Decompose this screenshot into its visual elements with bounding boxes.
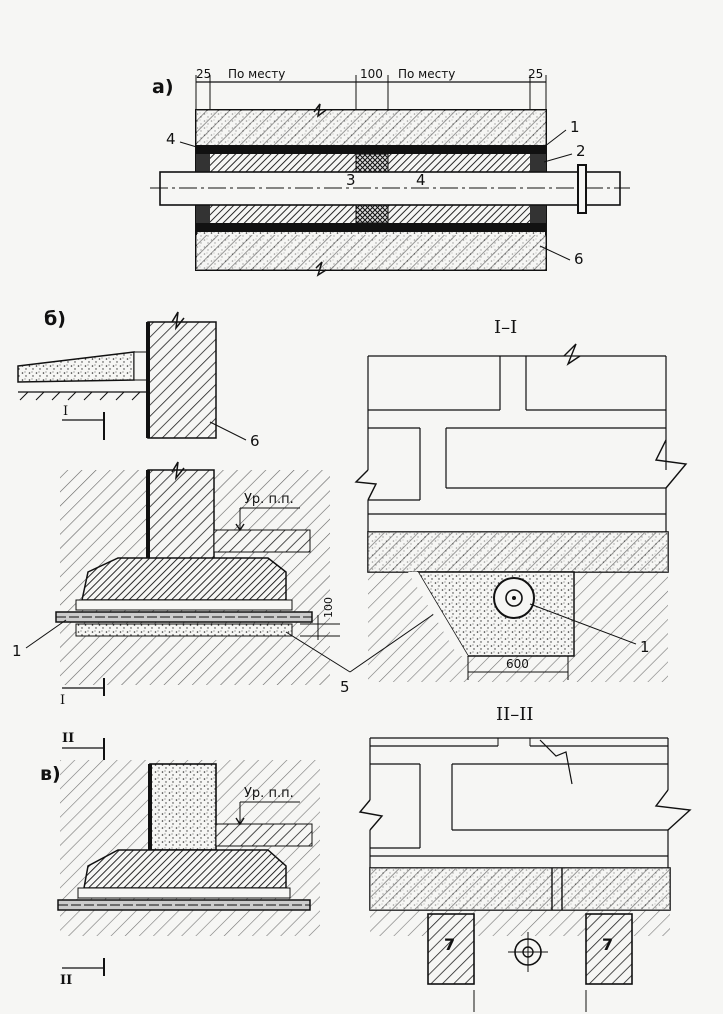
callout-3: 3 [346,171,356,189]
section-2: II–II 7 7 [358,704,692,1012]
dim-600: 600 [506,657,529,671]
callout-2: 2 [576,142,586,160]
section-2-title: II–II [496,704,533,725]
callout-4-left: 4 [166,130,176,148]
dim-center: 100 [360,67,383,81]
dim-100-b: 100 [322,597,335,618]
callout-7-right: 7 [602,935,613,954]
callout-5: 5 [340,678,350,696]
ground-level-b: Ур. п.п. [244,492,294,507]
section-mark-II-top: II [62,731,74,746]
panel-b-label: б) [44,308,66,330]
panel-a: а) 25 По месту 100 По месту 25 [150,67,630,277]
section-mark-II-bottom: II [60,973,72,988]
callout-4-center: 4 [416,171,426,189]
section-1-title: I–I [494,317,517,338]
callout-6-b: 6 [250,432,260,450]
dim-left: 25 [196,67,211,81]
dim-right-span: По месту [398,67,455,81]
panel-v-label: в) [40,763,61,785]
callout-1-b: 1 [12,642,22,660]
section-mark-I-top: I [63,404,68,419]
panel-a-label: а) [152,76,174,98]
section-mark-I-bottom: I [60,693,65,708]
ground-level-v: Ур. п.п. [244,786,294,801]
section-1: I–I 1 600 [354,317,688,682]
panel-b: б) 6 I Ур. п.п. 100 [12,308,461,708]
panel-v: II в) Ур. п.п. II [40,731,320,988]
dim-left-span: По месту [228,67,285,81]
callout-6: 6 [574,250,584,268]
dim-right: 25 [528,67,543,81]
callout-7-left: 7 [444,935,455,954]
callout-1: 1 [570,118,580,136]
callout-1-section1: 1 [640,638,650,656]
